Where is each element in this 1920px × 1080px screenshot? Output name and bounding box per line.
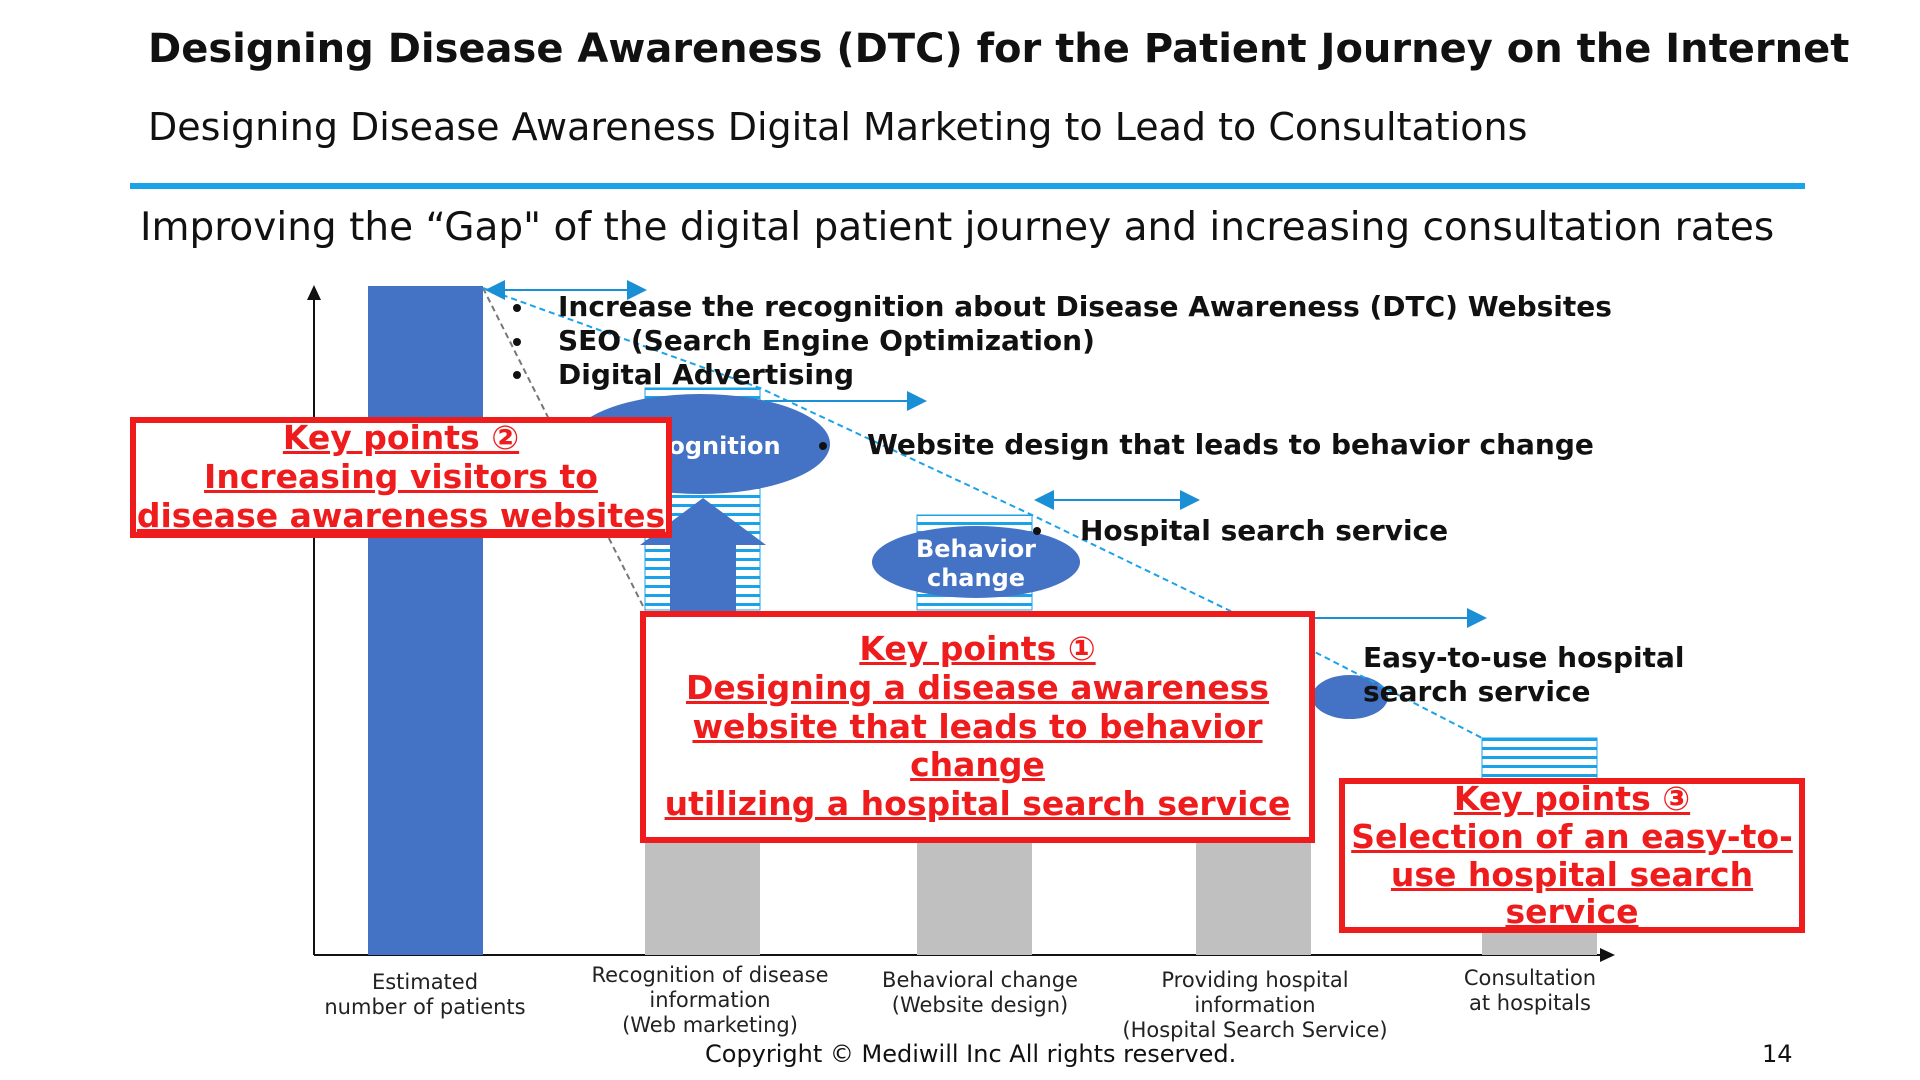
x-label-recognition: Recognition of disease information (Web …	[591, 963, 829, 1037]
key-point-1-line: website that leads to behavior change	[692, 706, 1263, 785]
bullet-website-design: Website design that leads to behavior ch…	[867, 428, 1594, 461]
key-point-1-heading: Key points ①	[859, 628, 1096, 668]
behavior-change-oval-label: Behavior change	[915, 535, 1037, 592]
key-point-3-heading: Key points ③	[1453, 779, 1691, 819]
blue-decline-line	[482, 287, 1483, 739]
bullet-dot	[1033, 527, 1041, 535]
key-point-3-line: service	[1505, 892, 1639, 932]
key-point-2-box: Key points ② Increasing visitors to dise…	[130, 417, 672, 538]
key-point-3-line: Selection of an easy-to-	[1351, 816, 1793, 856]
bar-recognition-base	[645, 840, 760, 955]
page-title: Designing Disease Awareness (DTC) for th…	[148, 26, 1850, 72]
tagline: Improving the “Gap" of the digital patie…	[140, 205, 1775, 250]
key-point-1-box: Key points ① Designing a disease awarene…	[640, 611, 1315, 843]
key-point-3-box: Key points ③ Selection of an easy-to- us…	[1339, 778, 1805, 933]
y-axis-arrow	[307, 285, 321, 300]
key-point-2-line: disease awareness websites	[136, 495, 666, 535]
easy-search-oval	[1312, 675, 1388, 719]
key-point-1-line: Designing a disease awareness	[685, 667, 1270, 707]
bar-consultation-gap	[1481, 737, 1598, 784]
key-point-3-line: use hospital search	[1390, 854, 1754, 894]
page-number: 14	[1762, 1040, 1793, 1068]
x-label-estimated-patients: Estimated number of patients	[324, 970, 526, 1019]
page-subtitle: Designing Disease Awareness Digital Mark…	[148, 105, 1528, 149]
bullet-dot	[513, 338, 521, 346]
bullet-seo: SEO (Search Engine Optimization)	[558, 324, 1095, 357]
key-point-2-heading: Key points ②	[282, 418, 520, 458]
x-label-behavioral-change: Behavioral change (Website design)	[882, 968, 1078, 1017]
x-axis-arrow	[1600, 948, 1615, 962]
behavior-change-oval	[872, 526, 1080, 598]
bar-estimated-patients	[368, 286, 483, 955]
bullet-increase-recognition: Increase the recognition about Disease A…	[558, 290, 1612, 323]
bullet-digital-advertising: Digital Advertising	[558, 358, 855, 391]
bar-consultation-base	[1482, 930, 1597, 955]
bullet-dot	[513, 304, 521, 312]
bar-behavior-base	[917, 840, 1032, 955]
bullet-dot	[513, 371, 521, 379]
key-point-2-line: Increasing visitors to	[204, 457, 598, 497]
copyright-notice: Copyright © Mediwill Inc All rights rese…	[705, 1040, 1237, 1068]
bullet-dot	[819, 442, 827, 450]
key-point-1-line: utilizing a hospital search service	[664, 784, 1291, 824]
bullet-hospital-search: Hospital search service	[1080, 514, 1449, 547]
x-label-consultation: Consultation at hospitals	[1463, 966, 1597, 1015]
bullet-easy-search-line1: Easy-to-use hospital	[1363, 641, 1685, 674]
title-divider	[130, 183, 1805, 189]
x-label-hospital-info: Providing hospital information (Hospital…	[1122, 968, 1388, 1042]
bar-hospital-info-base	[1196, 840, 1311, 955]
bullet-easy-search-line2: search service	[1363, 675, 1591, 708]
